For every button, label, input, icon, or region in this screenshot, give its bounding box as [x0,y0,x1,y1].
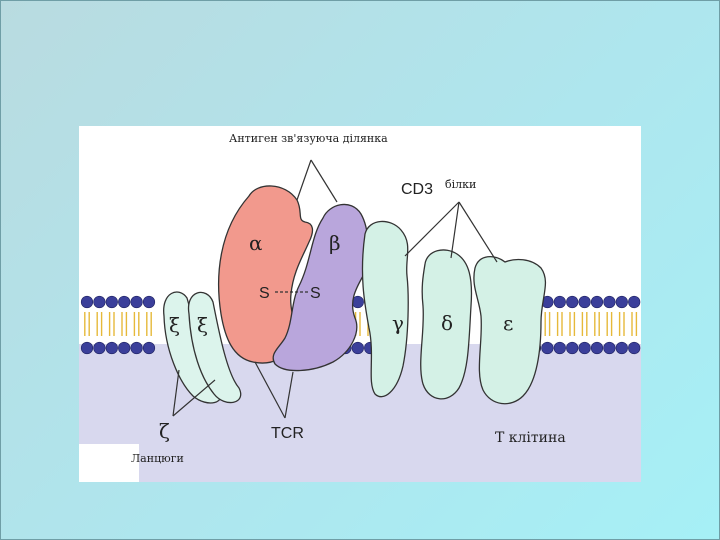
lipid-head [93,341,106,355]
tcr-alpha-chain [217,185,314,364]
pointer-lines [172,159,498,419]
lipid-head [578,295,591,309]
lipid-head [628,295,641,309]
lipid-head [142,341,156,355]
lipid-head [566,295,579,309]
lipid-head [590,295,604,309]
zeta-pointer-right [172,379,216,417]
cd3-gamma-chain [361,220,409,398]
xi-symbol-left: ξ [169,313,180,337]
lipid-head [566,341,579,355]
tcr-label: TCR [271,425,304,442]
epsilon-symbol: ε [503,311,513,335]
zeta-chain-right [187,291,242,404]
delta-symbol: δ [441,311,453,335]
lipid-head [553,341,566,355]
tcr-diagram: Антиген зв'язуюча ділянка CD3 білки α β … [79,132,641,482]
cd3-label: CD3 [401,181,433,198]
antigen-pointer-beta [310,159,338,203]
cd3-epsilon-chain [473,256,547,405]
lipid-head [615,341,628,355]
zeta-symbol: ζ [159,419,170,443]
antigen-pointer-alpha [296,159,312,201]
cd3-pointer-epsilon [458,201,498,263]
corner-notch [79,444,139,482]
cd3-delta-chain [420,249,473,400]
zeta-pointer-left [172,369,180,417]
lipid-head [603,341,616,355]
cd3-pointer-delta [450,201,460,259]
tcr-complex-figure: Антиген зв'язуюча ділянка CD3 білки α β … [79,126,641,482]
cd3-pointer-gamma [404,201,460,257]
lipid-head [553,295,566,309]
tcr-pointer-alpha [254,361,286,419]
xi-symbol-right: ξ [197,313,208,337]
disulfide-s-left: S [259,285,270,302]
lipid-head [105,295,118,309]
disulfide-s-right: S [310,285,321,302]
lipid-head [93,295,106,309]
gamma-symbol: γ [392,311,404,335]
alpha-symbol: α [249,231,263,255]
lipid-head [628,341,641,355]
lipid-head [130,341,143,355]
lipid-head [142,295,156,309]
t-cell-label: Т клітина [495,430,566,446]
chains-label: Ланцюги [131,452,184,465]
lipid-head [80,295,94,309]
tcr-pointer-beta [284,371,294,419]
lipid-head [351,341,364,355]
cd3-proteins-label: білки [445,178,476,191]
cytoplasm-region [79,344,641,482]
lipid-head [541,341,554,355]
lipid-head [615,295,628,309]
lipid-head [590,341,604,355]
antigen-binding-site-label: Антиген зв'язуюча ділянка [229,132,388,145]
lipid-head [578,341,591,355]
lipid-head [80,341,94,355]
beta-symbol: β [329,231,341,255]
lipid-head [118,295,131,309]
lipid-head [130,295,143,309]
lipid-head [118,341,131,355]
lipid-head [105,341,118,355]
lipid-head [603,295,616,309]
